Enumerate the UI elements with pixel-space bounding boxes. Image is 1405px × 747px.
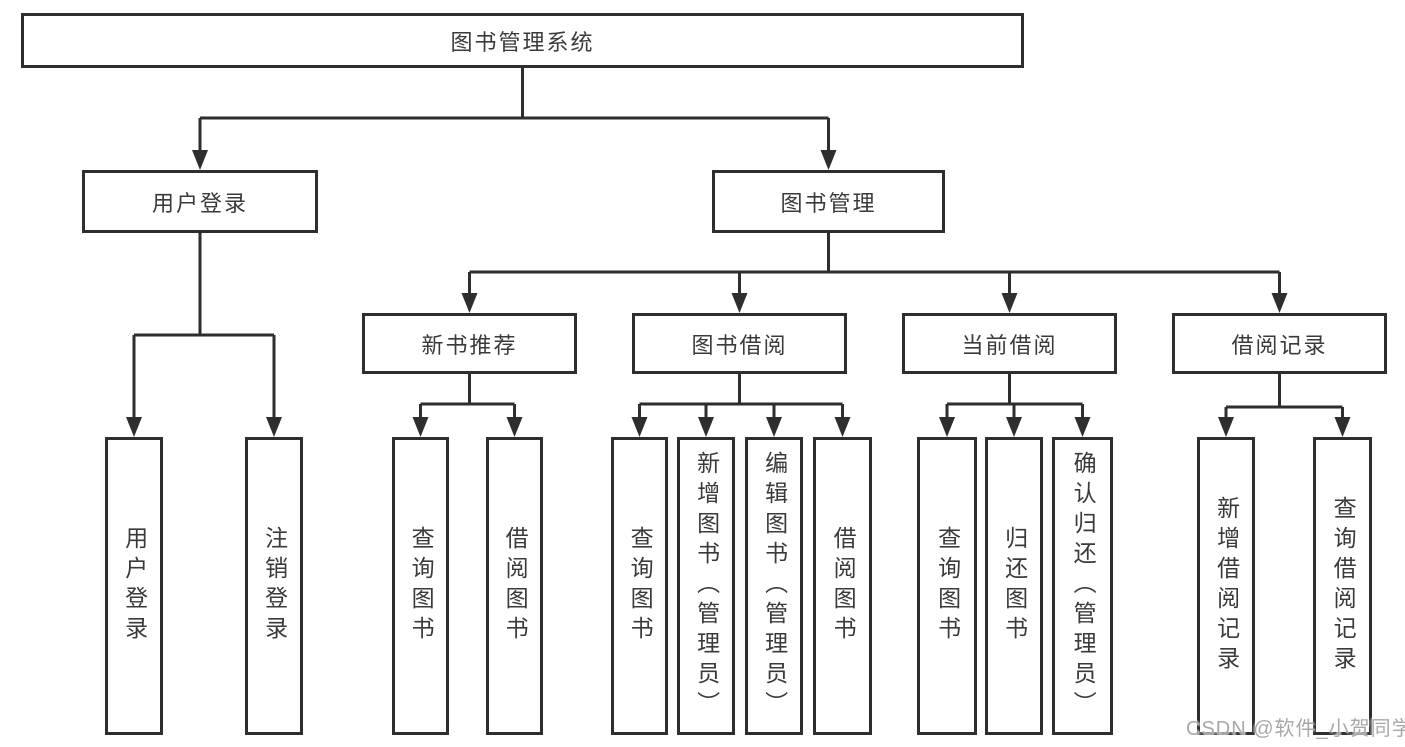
leaf-query-borrow-record: 查询借阅记录 <box>1313 437 1372 735</box>
leaf-label: 查询图书 <box>627 526 654 646</box>
node-user-login: 用户登录 <box>82 170 318 233</box>
tree-edges <box>132 68 1344 419</box>
leaf-label: 编辑图书（管理员） <box>761 451 788 721</box>
leaf-logout: 注销登录 <box>245 437 303 735</box>
node-root: 图书管理系统 <box>21 13 1024 68</box>
leaf-query-books-recommend: 查询图书 <box>392 437 449 735</box>
leaf-label: 借阅图书 <box>830 526 857 646</box>
arrowheads <box>126 150 1351 437</box>
leaf-add-book-admin: 新增图书（管理员） <box>677 437 735 735</box>
leaf-query-books-borrow: 查询图书 <box>611 437 668 735</box>
leaf-edit-book-admin: 编辑图书（管理员） <box>745 437 803 735</box>
node-borrow-records: 借阅记录 <box>1172 313 1387 374</box>
leaf-label: 用户登录 <box>121 526 148 646</box>
leaf-label: 归还图书 <box>1001 526 1028 646</box>
node-new-book-recommend: 新书推荐 <box>362 313 577 374</box>
leaf-label: 查询借阅记录 <box>1330 496 1357 676</box>
leaf-add-borrow-record: 新增借阅记录 <box>1197 437 1255 735</box>
node-book-borrow: 图书借阅 <box>632 313 847 374</box>
leaf-borrow-books-recommend: 借阅图书 <box>486 437 543 735</box>
leaf-return-book: 归还图书 <box>985 437 1043 735</box>
leaf-label: 新增图书（管理员） <box>693 451 720 721</box>
csdn-watermark: CSDN @软件_小贺同学 <box>1186 718 1405 740</box>
leaf-query-books-current: 查询图书 <box>917 437 977 735</box>
node-book-management: 图书管理 <box>712 170 945 233</box>
leaf-user-login: 用户登录 <box>105 437 163 735</box>
leaf-label: 查询图书 <box>934 526 961 646</box>
leaf-borrow-books: 借阅图书 <box>813 437 872 735</box>
leaf-label: 确认归还（管理员） <box>1070 451 1097 721</box>
node-current-borrow: 当前借阅 <box>902 313 1117 374</box>
leaf-label: 借阅图书 <box>502 526 529 646</box>
leaf-label: 注销登录 <box>261 526 288 646</box>
leaf-label: 新增借阅记录 <box>1213 496 1240 676</box>
leaf-confirm-return-admin: 确认归还（管理员） <box>1052 437 1113 735</box>
leaf-label: 查询图书 <box>408 526 435 646</box>
